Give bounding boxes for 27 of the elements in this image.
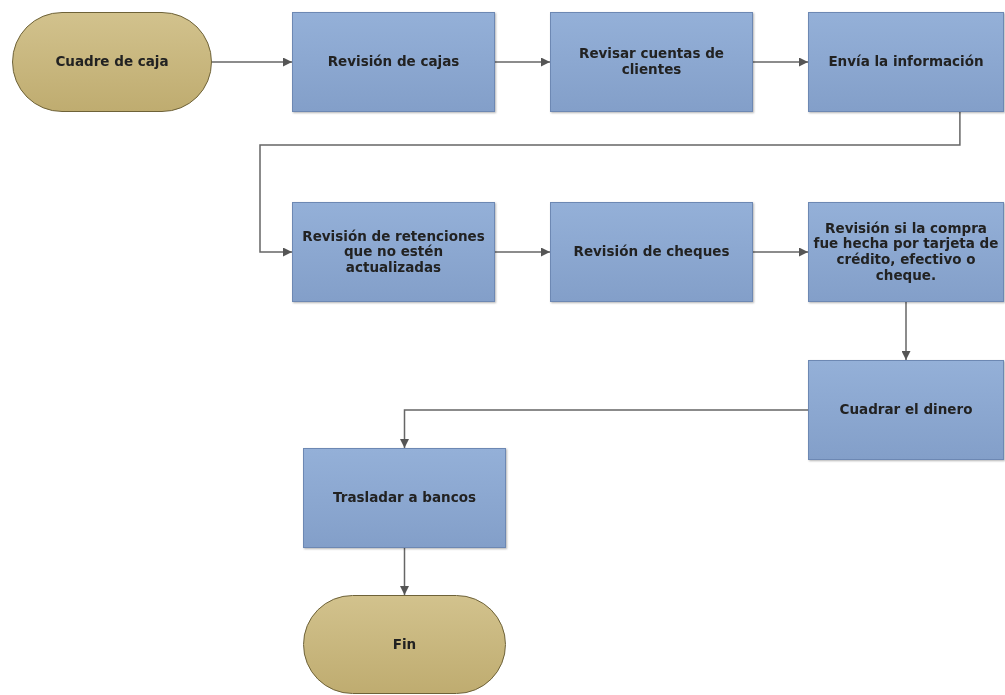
node-label: Cuadrar el dinero [839, 402, 973, 418]
arrow [400, 547, 409, 596]
process-box [550, 202, 753, 302]
process-box [292, 202, 495, 302]
arrow [259, 111, 961, 257]
node-label: Trasladar a bancos [333, 490, 476, 506]
node-label: Revisión de retenciones que no estén actualizadas [301, 228, 486, 276]
arrow [494, 57, 551, 67]
process-box [808, 360, 1004, 460]
arrow [752, 247, 809, 257]
node-label: Revisión si la compra fue hecha por tarjeta de crédito, efectivo o cheque. [813, 220, 999, 284]
arrow [211, 57, 293, 67]
node-label: Revisión de cheques [573, 244, 730, 260]
process-box [292, 12, 495, 112]
node-label: Envía la información [828, 54, 984, 70]
node-label: Fin [392, 636, 417, 653]
arrow [494, 247, 551, 257]
arrow [901, 301, 911, 361]
node-label: Revisión de cajas [327, 54, 460, 70]
process-box [808, 12, 1004, 112]
process-box [808, 202, 1004, 302]
process-box [550, 12, 753, 112]
node-label: Cuadre de caja [55, 54, 169, 70]
process-box [303, 448, 506, 548]
arrow [400, 409, 809, 449]
node-label: Revisar cuentas de clientes [578, 46, 725, 78]
arrow [752, 57, 809, 67]
